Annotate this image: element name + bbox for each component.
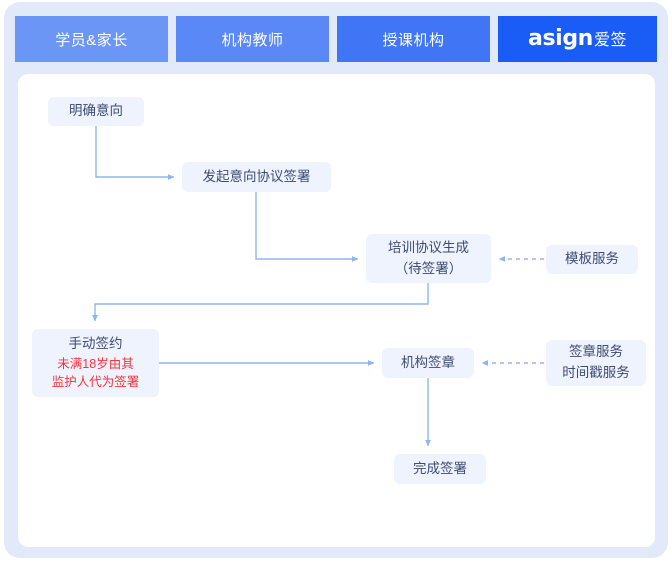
tab-teaching-institution[interactable]: 授课机构 — [337, 16, 490, 62]
node-template-service[interactable]: 模板服务 — [546, 245, 638, 274]
edge-intent-to-initiate — [95, 126, 175, 180]
node-manual-signing-warning-line2: 监护人代为签署 — [51, 375, 140, 390]
node-initiate-intent-agreement-label: 发起意向协议签署 — [202, 168, 311, 184]
tab-teaching-institution-label: 授课机构 — [382, 31, 445, 49]
connector-layer — [92, 126, 544, 447]
node-training-agreement-line1: 培训协议生成 — [388, 239, 469, 255]
role-tab-bar: 学员&家长 机构教师 授课机构 asign 爱签 — [4, 2, 668, 62]
node-manual-signing-warning-line1: 未满18岁由其 — [57, 356, 134, 371]
tab-institution-teacher-label: 机构教师 — [221, 31, 284, 49]
diagram-canvas: 明确意向 发起意向协议签署 培训协议生成 （待签署） 模板服务 手动签约 未满1… — [18, 74, 655, 547]
node-institution-seal[interactable]: 机构签章 — [382, 348, 474, 378]
asign-logo: asign 爱签 — [528, 28, 627, 50]
tab-asign-brand[interactable]: asign 爱签 — [498, 16, 657, 62]
node-manual-signing-title: 手动签约 — [68, 335, 123, 351]
node-seal-service-line1: 签章服务 — [569, 344, 623, 360]
node-institution-seal-label: 机构签章 — [401, 354, 455, 370]
node-initiate-intent-agreement[interactable]: 发起意向协议签署 — [182, 162, 331, 192]
asign-logo-cn: 爱签 — [593, 32, 627, 49]
node-training-agreement-line2: （待签署） — [394, 260, 463, 276]
node-template-service-label: 模板服务 — [565, 251, 619, 267]
tab-student-parent[interactable]: 学员&家长 — [15, 16, 168, 62]
edge-initiate-to-generate — [255, 192, 359, 262]
edge-generate-to-manual — [92, 283, 429, 322]
node-signing-complete-label: 完成签署 — [413, 460, 467, 476]
node-signing-complete[interactable]: 完成签署 — [394, 454, 486, 484]
node-timestamp-service-line2: 时间戳服务 — [562, 365, 630, 380]
node-manual-signing[interactable]: 手动签约 未满18岁由其 监护人代为签署 — [32, 329, 159, 397]
node-clarify-intent-label: 明确意向 — [69, 103, 123, 119]
asign-logo-latin: asign — [528, 26, 593, 51]
tab-institution-teacher[interactable]: 机构教师 — [176, 16, 329, 62]
tab-student-parent-label: 学员&家长 — [55, 31, 128, 49]
outer-panel: 学员&家长 机构教师 授课机构 asign 爱签 — [4, 2, 668, 558]
node-training-agreement-generated[interactable]: 培训协议生成 （待签署） — [366, 234, 491, 283]
node-clarify-intent[interactable]: 明确意向 — [48, 97, 144, 126]
node-seal-timestamp-service[interactable]: 签章服务 时间戳服务 — [546, 340, 646, 386]
